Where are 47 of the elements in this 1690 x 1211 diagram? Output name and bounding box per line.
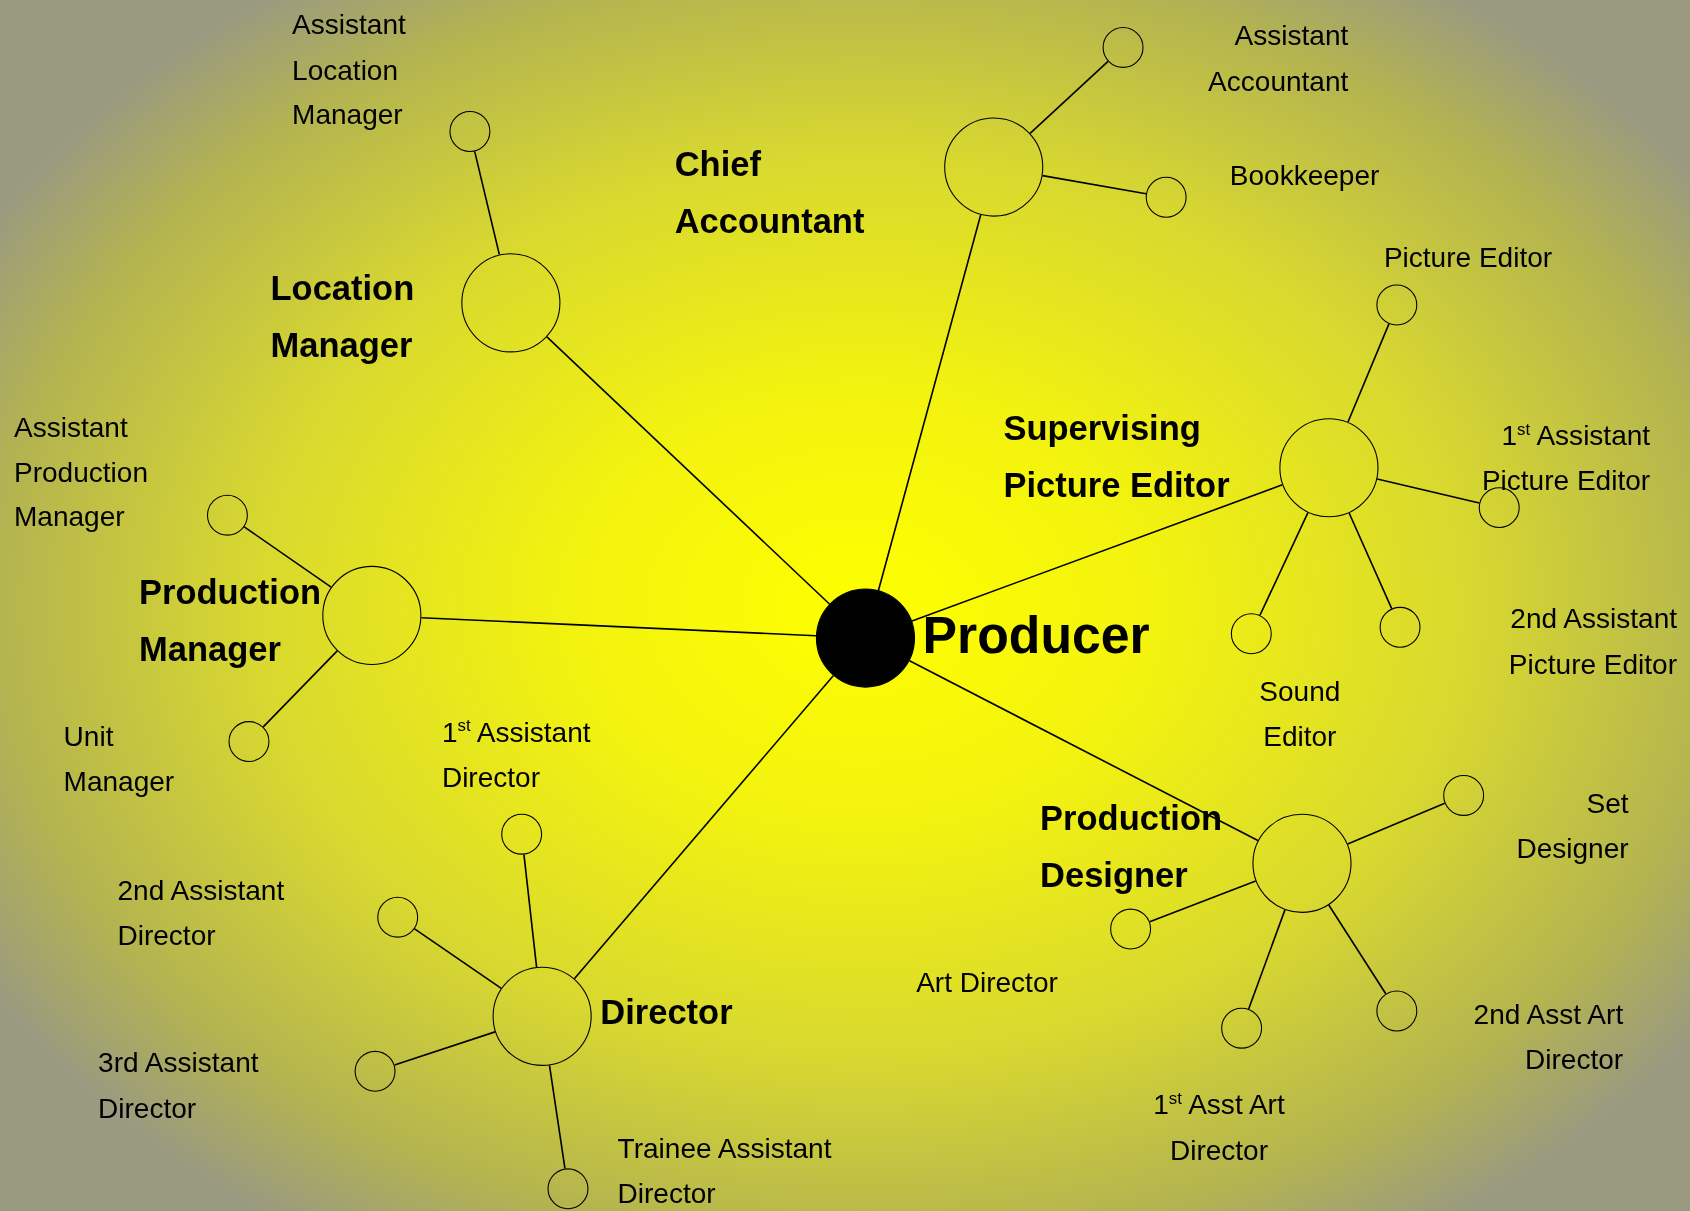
connector-line bbox=[1376, 478, 1481, 504]
connector-line bbox=[546, 336, 831, 605]
connector-line bbox=[1347, 323, 1390, 423]
role-label: Location Manager bbox=[270, 267, 416, 367]
role-label: Production Manager bbox=[139, 571, 323, 670]
role-label: Assistant Production Manager bbox=[14, 409, 149, 535]
connector-line bbox=[1029, 60, 1109, 135]
connector-line bbox=[1348, 512, 1393, 610]
connector-line bbox=[1259, 511, 1309, 616]
role-label: Producer bbox=[922, 605, 1150, 666]
role-label: Set Designer bbox=[1515, 785, 1629, 866]
role-label: Director bbox=[600, 991, 733, 1034]
connector-line bbox=[1327, 904, 1387, 995]
role-label: Trainee Assistant Director bbox=[617, 1130, 833, 1211]
connector-line bbox=[548, 1064, 566, 1170]
role-label: 2nd Asst Art Director bbox=[1472, 997, 1624, 1078]
connector-line bbox=[413, 928, 503, 990]
role-label: 2nd Assistant Picture Editor bbox=[1507, 601, 1678, 682]
role-label: Production Designer bbox=[1040, 797, 1224, 897]
role-label: 1$^{st}$ Assistant Director bbox=[441, 714, 592, 795]
connector-line bbox=[473, 150, 501, 256]
role-label: 1$^{st}$ Asst Art Director bbox=[1152, 1087, 1286, 1168]
role-label: Bookkeeper bbox=[1229, 158, 1380, 194]
connector-line bbox=[243, 526, 332, 588]
connector-line bbox=[393, 1031, 496, 1066]
connector-line bbox=[908, 660, 1259, 842]
connector-line bbox=[573, 674, 835, 980]
role-label: Art Director bbox=[916, 964, 1058, 1001]
connector-line bbox=[1247, 909, 1286, 1010]
connector-line bbox=[1041, 174, 1147, 195]
role-label: Picture Editor bbox=[1383, 240, 1553, 276]
connector-line bbox=[1148, 880, 1257, 923]
role-label: Assistant Location Manager bbox=[292, 7, 407, 133]
connector-line bbox=[262, 650, 339, 728]
role-label: Assistant Accountant bbox=[1207, 18, 1349, 99]
connector-line bbox=[877, 214, 982, 592]
role-label: Unit Manager bbox=[63, 718, 176, 800]
connector-line bbox=[523, 853, 538, 968]
role-label: 2nd Assistant Director bbox=[117, 873, 286, 954]
role-label: Chief Accountant bbox=[674, 143, 866, 243]
role-label: 3rd Assistant Director bbox=[98, 1045, 260, 1126]
role-label: Supervising Picture Editor bbox=[1003, 407, 1231, 507]
connector-line bbox=[911, 484, 1284, 622]
connector-line bbox=[420, 616, 817, 637]
role-label: 1$^{st}$ Assistant Picture Editor bbox=[1480, 418, 1651, 499]
role-label: Sound Editor bbox=[1258, 673, 1342, 754]
connector-line bbox=[1346, 802, 1446, 845]
